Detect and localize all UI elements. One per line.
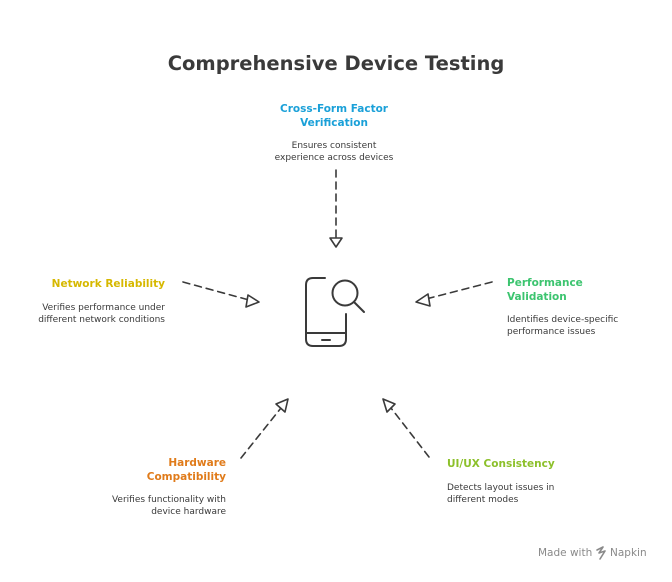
node-description-line: experience across devices xyxy=(275,153,394,163)
node-description-line: Ensures consistent xyxy=(292,141,377,151)
node-uiux-consistency: UI/UX Consistency Detects layout issues … xyxy=(447,458,555,505)
arrow-from-network-reliability xyxy=(182,281,260,308)
node-network-reliability: Network Reliability Verifies performance… xyxy=(38,278,165,325)
node-description-line: Verifies performance under xyxy=(42,303,165,313)
napkin-logo-icon xyxy=(596,546,606,560)
node-description-line: Detects layout issues in xyxy=(447,483,554,493)
node-title-line: Performance xyxy=(507,277,583,289)
mobile-search-icon xyxy=(305,277,365,347)
node-title-line: Verification xyxy=(300,117,368,129)
arrow-from-uiux-consistency xyxy=(382,398,430,458)
node-description-line: different modes xyxy=(447,495,519,505)
node-description-line: performance issues xyxy=(507,327,596,337)
node-description-line: Identifies device-specific xyxy=(507,315,618,325)
arrow-from-hardware-compatibility xyxy=(240,398,289,459)
node-title-line: Hardware xyxy=(168,457,226,469)
arrow-from-performance-validation xyxy=(415,281,493,307)
node-cross-form-factor: Cross-Form Factor Verification Ensures c… xyxy=(275,103,394,163)
watermark-prefix: Made with xyxy=(538,547,592,559)
node-description-line: Verifies functionality with xyxy=(112,495,226,505)
node-hardware-compatibility: Hardware Compatibility Verifies function… xyxy=(112,457,227,517)
diagram-title: Comprehensive Device Testing xyxy=(168,52,505,75)
watermark-brand: Napkin xyxy=(610,547,647,559)
node-description-line: different network conditions xyxy=(38,315,165,325)
node-title-line: Cross-Form Factor xyxy=(280,103,389,115)
node-performance-validation: Performance Validation Identifies device… xyxy=(507,277,618,337)
node-description-line: device hardware xyxy=(151,507,226,517)
node-title-line: Network Reliability xyxy=(52,278,165,290)
node-title-line: Validation xyxy=(507,291,567,303)
arrow-from-cross-form-factor xyxy=(329,169,343,248)
node-title-line: UI/UX Consistency xyxy=(447,458,555,470)
node-title-line: Compatibility xyxy=(147,471,226,483)
napkin-watermark[interactable]: Made with Napkin xyxy=(538,546,647,560)
